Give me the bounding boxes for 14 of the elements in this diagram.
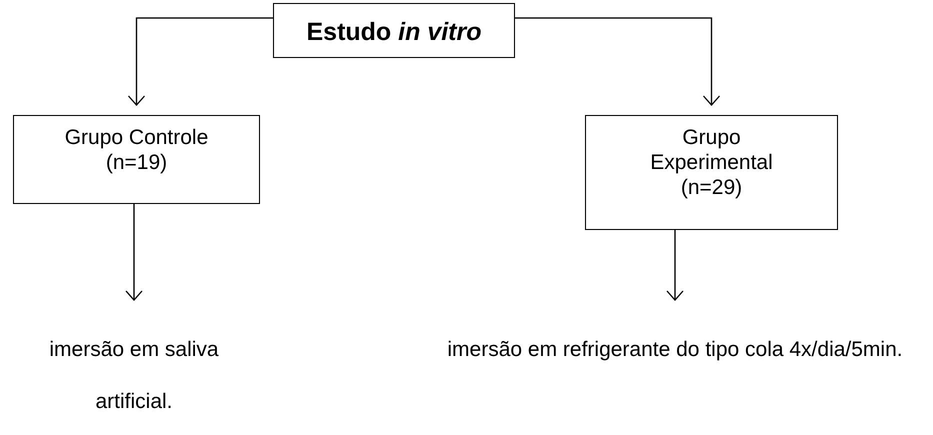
- box-label: Grupo Controle: [64, 125, 208, 150]
- process-box: [273, 3, 515, 58]
- box-label: Estudo in vitro: [306, 18, 482, 46]
- process-box: [13, 115, 260, 204]
- box-label: (n=19): [106, 150, 168, 175]
- box-label: (n=29): [680, 175, 742, 200]
- box-label: Grupo Experimental: [649, 125, 774, 175]
- arrow: [666, 230, 684, 301]
- description-text: imersão em refrigerante do tipo cola 4x/dia/5min.: [447, 337, 903, 363]
- description-text: imersão em saliva artificial.: [49, 337, 219, 415]
- arrow: [515, 17, 720, 106]
- arrow: [125, 204, 143, 301]
- arrow: [128, 17, 273, 106]
- process-box: [585, 115, 838, 230]
